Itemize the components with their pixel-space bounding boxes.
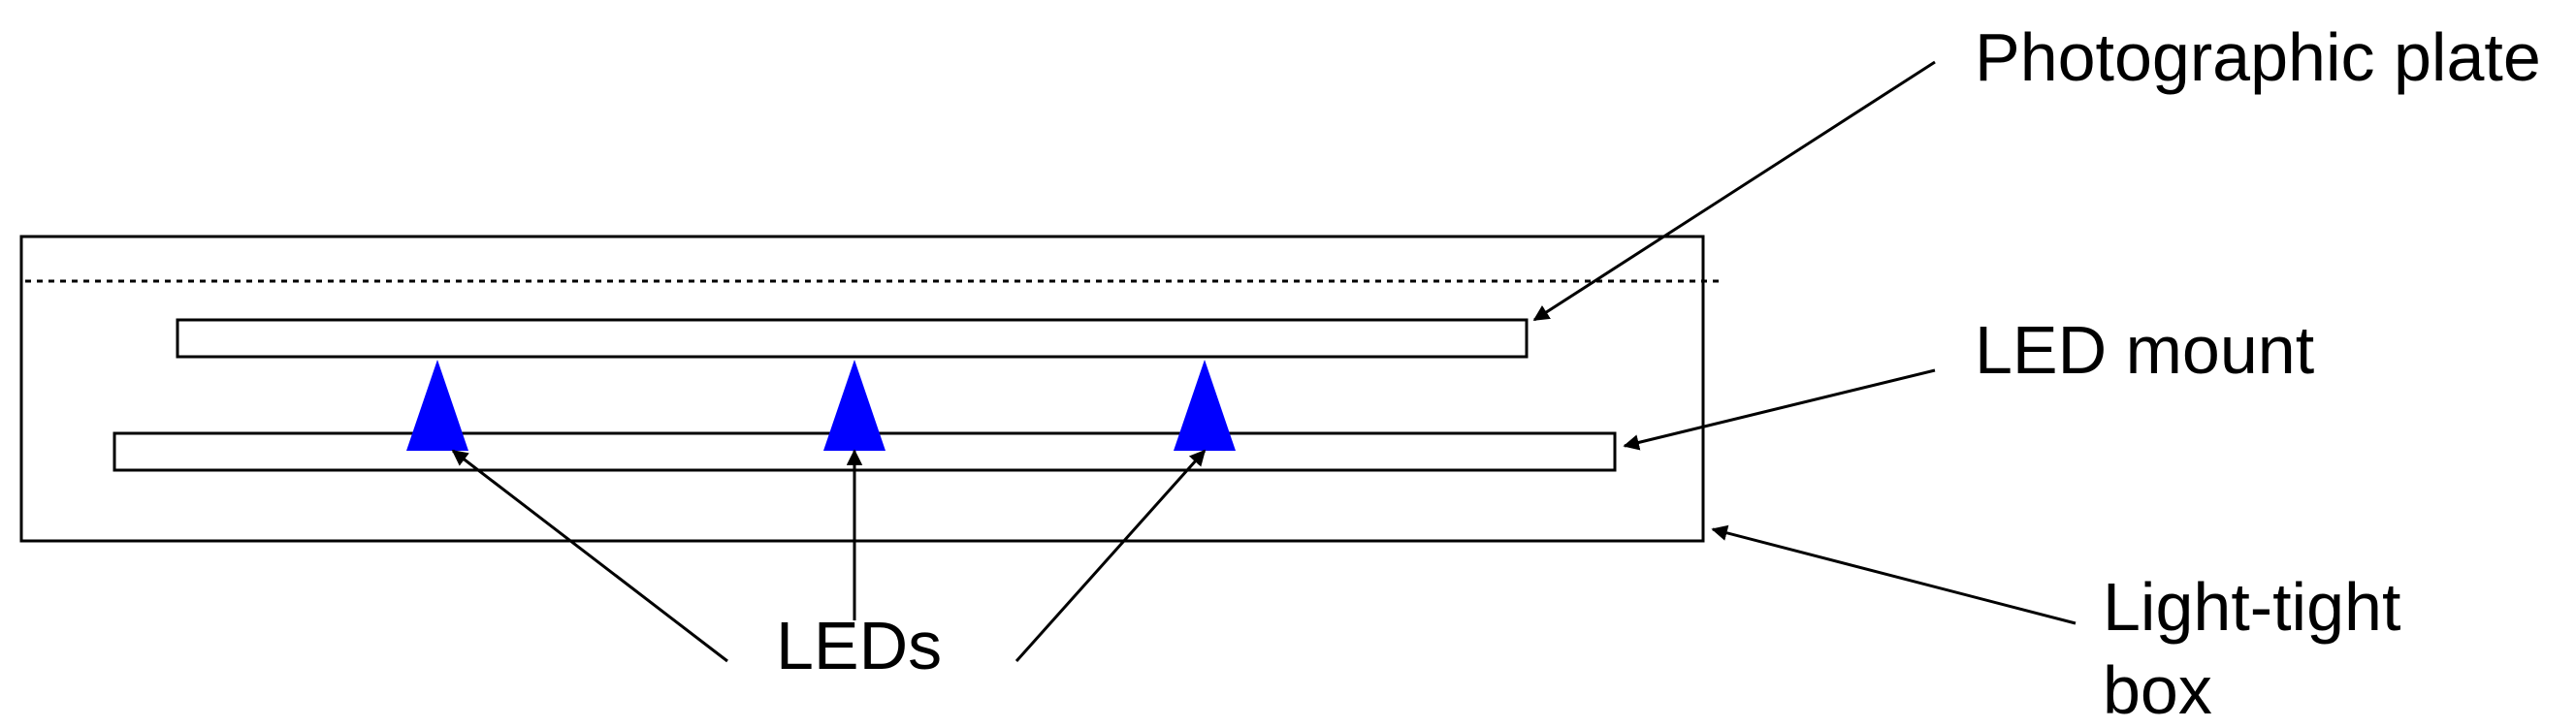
led-3 (1174, 360, 1236, 451)
label-led-mount: LED mount (1975, 312, 2314, 388)
arrow-photographic-plate (1532, 60, 1936, 322)
label-light-tight-box-line2: box (2103, 652, 2212, 728)
arrow-light-tight-box (1711, 524, 2077, 625)
label-photographic-plate: Photographic plate (1975, 19, 2541, 95)
light-tight-box (19, 235, 1705, 543)
led-1 (406, 360, 468, 451)
arrow-led-mount (1623, 368, 1936, 451)
arrow-led-3 (1014, 449, 1207, 662)
label-leds: LEDs (776, 608, 942, 683)
label-light-tight-box-line1: Light-tight (2103, 569, 2400, 645)
led-2 (823, 360, 886, 451)
photographic-plate (176, 318, 1529, 359)
arrow-led-1 (451, 449, 728, 663)
